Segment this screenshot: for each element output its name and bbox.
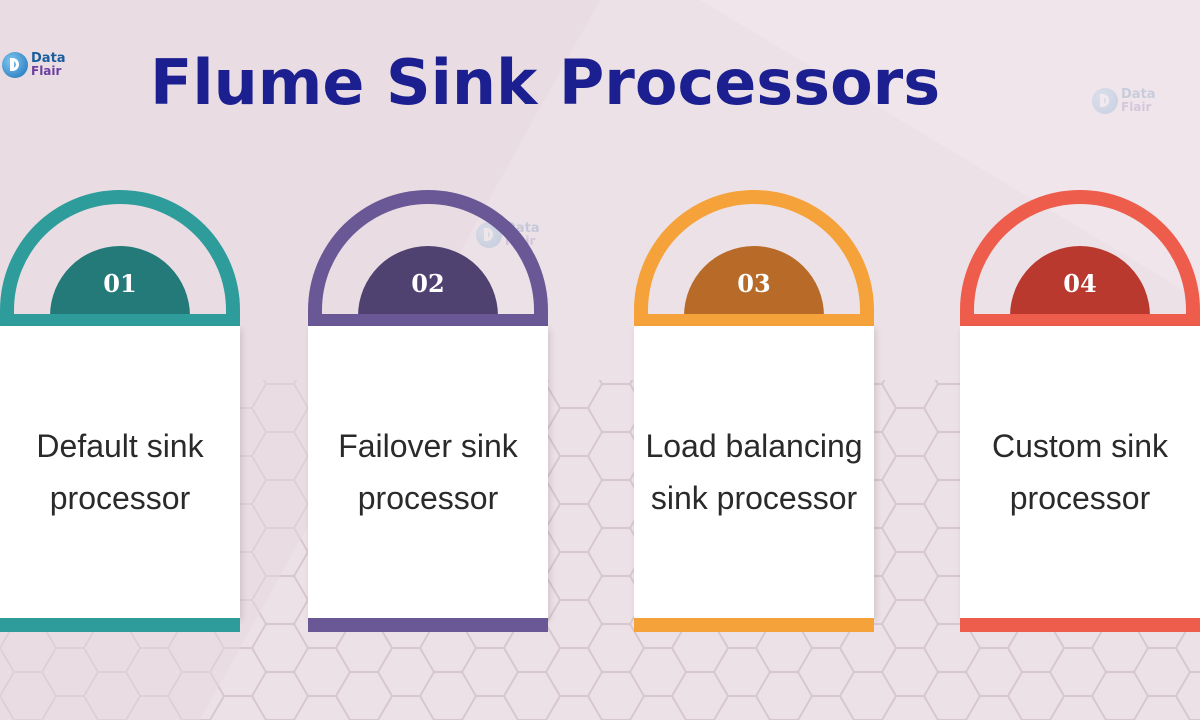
card-top-bar — [960, 314, 1200, 326]
card-label: Load balancing sink processor — [645, 428, 863, 516]
card-bottom-bar — [634, 618, 874, 632]
watermark-logo-icon — [1092, 88, 1118, 114]
card-top-bar — [0, 314, 240, 326]
watermark: Data Flair — [1092, 88, 1156, 114]
card-bottom-bar — [0, 618, 240, 632]
dataflair-logo-icon — [2, 52, 28, 78]
card-bottom-bar — [308, 618, 548, 632]
logo-line2: Flair — [31, 64, 62, 78]
card-load-balancing-sink: 03 Load balancing sink processor — [634, 190, 874, 632]
card-label: Default sink processor — [36, 428, 204, 516]
card-top-bar — [308, 314, 548, 326]
card-panel: Failover sink processor — [308, 326, 548, 618]
card-custom-sink: 04 Custom sink processor — [960, 190, 1200, 632]
card-label: Custom sink processor — [991, 428, 1169, 516]
card-panel: Custom sink processor — [960, 326, 1200, 618]
card-panel: Load balancing sink processor — [634, 326, 874, 618]
dataflair-logo: Data Flair — [2, 52, 66, 78]
page-title: Flume Sink Processors — [150, 46, 941, 119]
card-default-sink: 01 Default sink processor — [0, 190, 240, 632]
card-label: Failover sink processor — [338, 428, 518, 516]
watermark-line1: Data — [1121, 87, 1156, 102]
card-top-bar — [634, 314, 874, 326]
card-panel: Default sink processor — [0, 326, 240, 618]
card-failover-sink: 02 Failover sink processor — [308, 190, 548, 632]
logo-line1: Data — [31, 51, 66, 66]
watermark-line2: Flair — [1121, 100, 1152, 114]
card-bottom-bar — [960, 618, 1200, 632]
